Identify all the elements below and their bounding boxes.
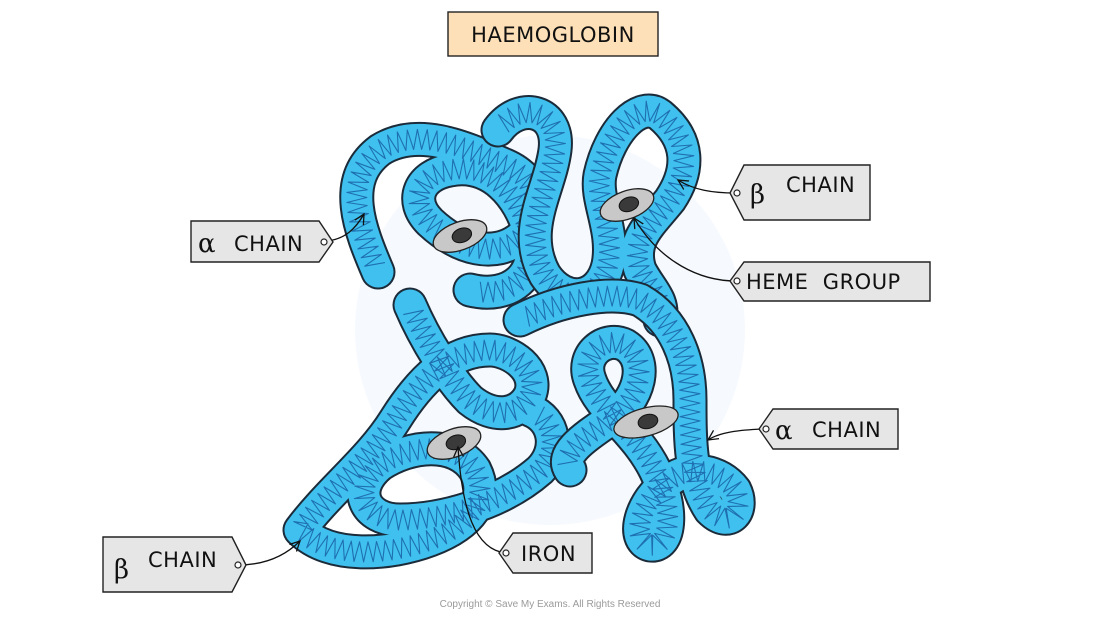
chain-fold-pattern [497, 100, 695, 313]
leader-lines [237, 180, 763, 566]
heme-group-top-right [599, 188, 655, 222]
beta-symbol: β [750, 180, 765, 210]
title-box: HAEMOGLOBIN [447, 11, 659, 57]
chain-fold-pattern [524, 285, 749, 556]
protein-chains [282, 93, 756, 570]
iron-atom [451, 227, 473, 244]
diagram-title: HAEMOGLOBIN [471, 23, 635, 47]
label-heme-group: HEME GROUP [729, 261, 931, 302]
iron-atom [618, 196, 640, 213]
label-text: CHAIN [148, 548, 217, 572]
label-alpha-right: α CHAIN [758, 408, 899, 450]
label-beta-bottom-left: β CHAIN [102, 536, 247, 593]
label-text: CHAIN [234, 232, 303, 256]
alpha-symbol: α [198, 229, 216, 259]
beta-chain-top-right [480, 93, 702, 338]
label-alpha-left: α CHAIN [190, 220, 334, 263]
beta-symbol: β [114, 555, 129, 585]
heme-group-bottom-right [613, 405, 679, 439]
label-text: HEME GROUP [746, 270, 901, 294]
leader-alpha-right [708, 428, 763, 440]
leader-heme-group [634, 218, 737, 282]
heme-groups [426, 188, 679, 460]
chain-fold-pattern [293, 309, 563, 563]
label-text: CHAIN [786, 173, 855, 197]
label-beta-top-right: β CHAIN [729, 164, 871, 221]
copyright-notice: Copyright © Save My Exams. All Rights Re… [440, 599, 661, 610]
label-text: CHAIN [812, 418, 881, 442]
iron-atom [637, 413, 659, 430]
alpha-chain-bottom-right [502, 278, 756, 563]
heme-group-bottom-left [426, 426, 482, 460]
alpha-symbol: α [775, 416, 793, 446]
beta-chain-bottom-left [282, 287, 570, 570]
heme-group-top-left [432, 219, 488, 253]
label-text: IRON [521, 542, 576, 566]
leader-iron [458, 447, 507, 554]
label-iron: IRON [498, 532, 593, 574]
